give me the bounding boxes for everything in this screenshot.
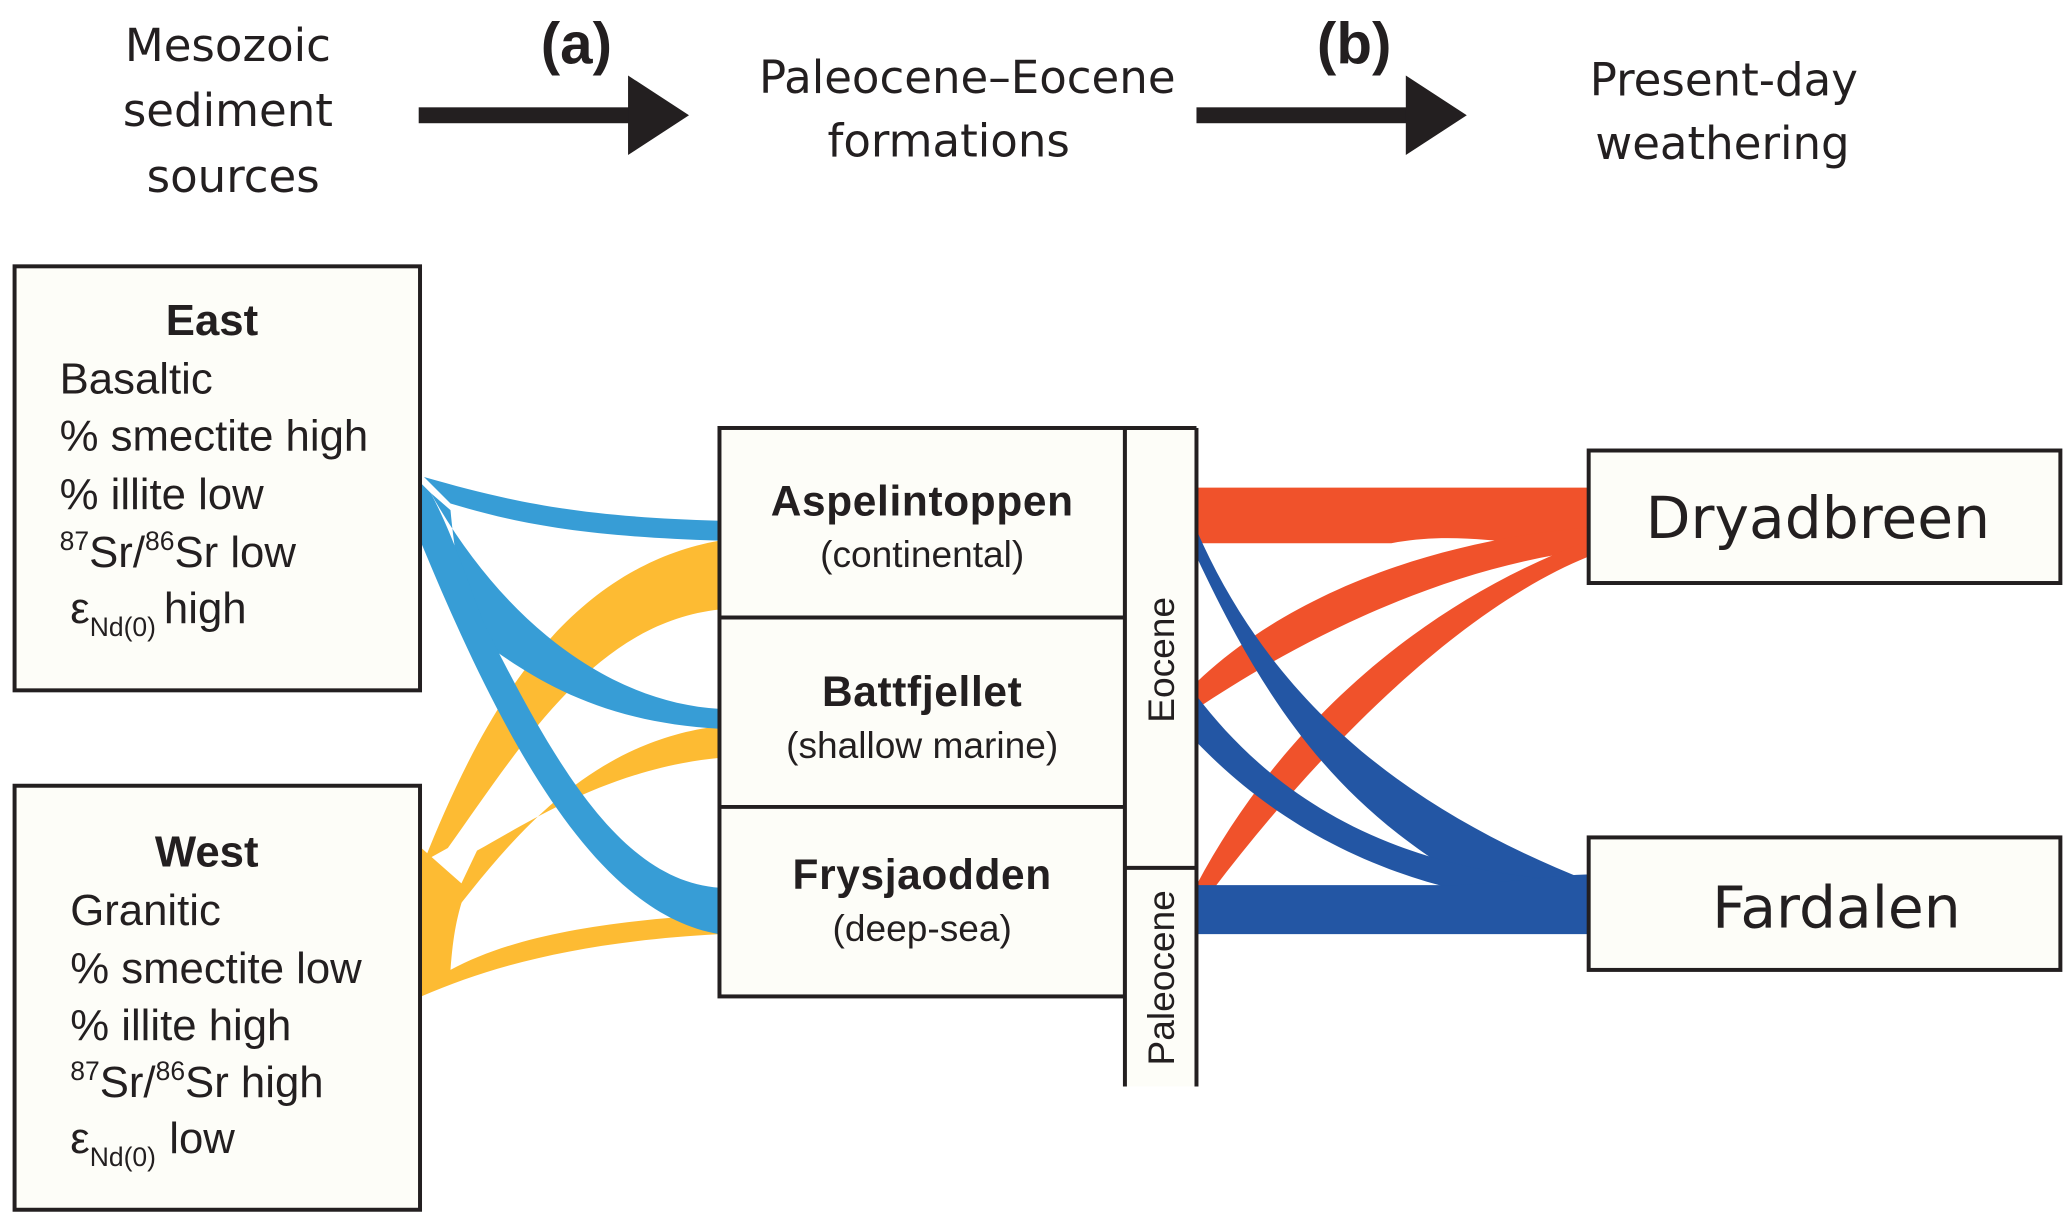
stage-formations-line-1: Paleocene–Eocene — [759, 51, 1176, 104]
step-b-label: (b) — [1317, 12, 1391, 77]
source-east-epsilon-nd: εNd(0)high — [70, 584, 246, 642]
formation-aspelintoppen: Aspelintoppen (continental) — [771, 477, 1074, 575]
flow-aspelintoppen-to-fardalen — [1196, 530, 1589, 902]
stage-label-formations: Paleocene–Eocene formations — [759, 51, 1176, 168]
destination-box-dryadbreen-frame — [1586, 448, 2063, 585]
epoch-column-fill — [1124, 427, 1197, 1087]
flow-west-to-battfjellet — [437, 726, 720, 935]
header: Mesozoic sediment sources (a) Paleocene–… — [123, 12, 1858, 204]
source-to-formation-flows — [421, 477, 720, 997]
formation-name: Frysjaodden — [793, 851, 1052, 898]
stage-weathering-line-2: weathering — [1595, 117, 1849, 170]
source-west-illite: % illite high — [70, 1001, 291, 1050]
flow-east-to-battfjellet — [430, 492, 720, 729]
source-west-smectite: % smectite low — [70, 944, 362, 993]
flow-aspelintoppen-to-dryadbreen — [1196, 487, 1589, 550]
destination-box-fardalen: Fardalen — [1586, 835, 2063, 972]
epsilon-symbol: ε — [70, 584, 89, 633]
epsilon-symbol: ε — [70, 1114, 89, 1163]
source-east-illite: % illite low — [60, 470, 265, 519]
step-a-label: (a) — [541, 12, 612, 77]
formation-column: Aspelintoppen (continental) Battfjellet … — [717, 425, 1199, 1087]
source-box-west-frame — [12, 783, 423, 1212]
source-west-title: West — [155, 828, 259, 877]
source-east-smectite: % smectite high — [60, 412, 369, 461]
formation-column-frame — [717, 425, 1127, 999]
source-west-epsilon-nd: εNd(0)low — [70, 1114, 235, 1172]
source-box-east-frame — [12, 264, 423, 693]
stage-label-sources: Mesozoic sediment sources — [123, 19, 333, 203]
source-east-rock: Basaltic — [60, 355, 213, 404]
arrow-a-shaft — [418, 107, 634, 124]
epoch-paleocene-label: Paleocene — [1140, 890, 1182, 1065]
stage-weathering-line-1: Present-day — [1590, 53, 1858, 106]
stage-sources-line-3: sources — [147, 150, 320, 203]
formation-frysjaodden: Frysjaodden (deep-sea) — [793, 851, 1052, 949]
stage-formations-line-2: formations — [827, 114, 1069, 167]
stage-sources-line-2: sediment — [123, 84, 333, 137]
formation-environment: (continental) — [820, 533, 1024, 575]
formation-battfjellet: Battfjellet (shallow marine) — [786, 668, 1058, 766]
arrow-right-icon — [418, 75, 689, 156]
source-west-rock: Granitic — [70, 886, 221, 935]
flow-frysjaodden-to-fardalen — [1196, 874, 1589, 935]
source-west-sr-ratio: 87Sr/86Sr high — [70, 1056, 323, 1107]
flow-west-to-aspelintoppen — [424, 540, 720, 862]
arrow-b-shaft — [1196, 107, 1412, 124]
arrow-b-head — [1405, 75, 1467, 156]
formation-environment: (deep-sea) — [833, 907, 1012, 949]
formation-environment: (shallow marine) — [786, 724, 1058, 766]
epoch-eocene-label: Eocene — [1140, 597, 1182, 723]
source-box-east: East Basaltic % smectite high % illite l… — [12, 264, 423, 693]
destination-dryadbreen-label: Dryadbreen — [1646, 484, 1990, 552]
arrow-right-icon — [1196, 75, 1467, 156]
sr87-superscript: 87 — [70, 1056, 99, 1086]
destination-box-dryadbreen: Dryadbreen — [1586, 448, 2063, 585]
destination-box-fardalen-frame — [1586, 835, 2063, 972]
stage-label-weathering: Present-day weathering — [1590, 53, 1858, 170]
stage-sources-line-1: Mesozoic — [125, 19, 331, 72]
destination-fardalen-label: Fardalen — [1712, 874, 1961, 942]
formation-name: Battfjellet — [822, 668, 1022, 715]
flow-east-to-aspelintoppen — [424, 477, 720, 541]
formation-name: Aspelintoppen — [771, 477, 1074, 524]
sr87-superscript: 87 — [60, 526, 89, 556]
epoch-column: Eocene Paleocene — [1122, 425, 1199, 1087]
flow-west-to-frysjaodden — [421, 848, 720, 997]
source-box-west: West Granitic % smectite low % illite hi… — [12, 783, 423, 1212]
flow-battfjellet-to-dryadbreen — [1196, 527, 1589, 709]
arrow-a-head — [628, 75, 689, 156]
flow-east-to-frysjaodden — [421, 483, 720, 935]
formation-to-weathering-flows — [1196, 487, 1589, 935]
source-east-title: East — [166, 296, 259, 345]
source-east-sr-ratio: 87Sr/86Sr low — [60, 526, 297, 577]
